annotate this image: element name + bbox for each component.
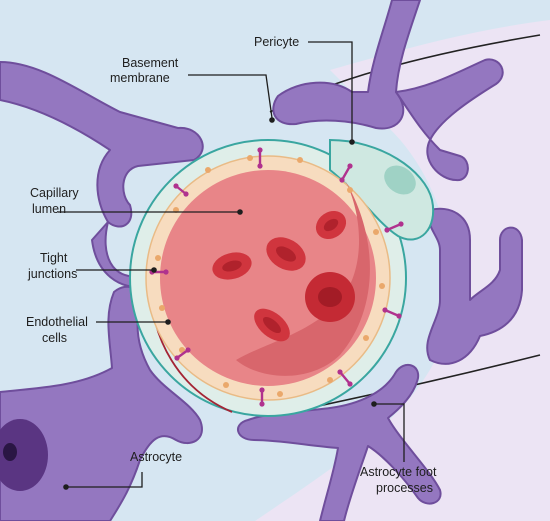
red-blood-cell <box>212 252 252 280</box>
leader-astrocyte-foot-processes <box>376 403 405 462</box>
astrocyte-cell-body <box>0 285 203 521</box>
red-blood-cell <box>266 237 306 271</box>
red-blood-cell <box>254 308 290 342</box>
leader-endothelial-cells-dot <box>165 319 171 325</box>
capillary <box>129 138 435 417</box>
process-upper-right <box>395 58 504 182</box>
process-upper-left <box>0 61 204 228</box>
leader-astrocyte-foot-processes-dot <box>371 401 377 407</box>
label-capillary-lumen: Capillary lumen <box>30 186 82 216</box>
label-endothelial-cells: Endothelial cells <box>26 315 91 345</box>
astrocyte-cell-body-region <box>255 20 550 521</box>
tight-junction <box>338 370 352 386</box>
leader-lines <box>58 41 405 490</box>
label-tight-junctions: Tight junctions <box>27 251 77 281</box>
pericyte-nucleus <box>384 165 416 195</box>
process-right <box>426 207 523 365</box>
astrocyte-nucleolus <box>3 443 17 461</box>
leader-astrocyte <box>66 472 143 488</box>
red-blood-cell <box>305 272 355 322</box>
leader-pericyte <box>308 41 353 140</box>
leader-tight-junctions-dot <box>151 267 157 273</box>
tight-junction <box>340 164 352 182</box>
leader-pericyte-dot <box>349 139 355 145</box>
astrocyte-nucleus <box>0 419 48 491</box>
leader-basement-membrane-dot <box>269 117 275 123</box>
endothelial-nuclei <box>155 155 385 397</box>
label-astrocyte: Astrocyte <box>130 450 182 464</box>
label-basement-membrane: Basement membrane <box>110 56 182 85</box>
red-blood-cells <box>212 210 355 342</box>
red-blood-cell <box>315 210 347 240</box>
leader-basement-membrane <box>188 74 273 119</box>
label-pericyte: Pericyte <box>254 35 299 49</box>
label-astrocyte-foot-processes: Astrocyte foot processes <box>360 465 440 495</box>
tight-junction-dots <box>149 147 404 407</box>
leader-astrocyte-dot <box>63 484 69 490</box>
lumen-shadow <box>236 180 370 376</box>
leader-capillary-lumen-dot <box>237 209 243 215</box>
